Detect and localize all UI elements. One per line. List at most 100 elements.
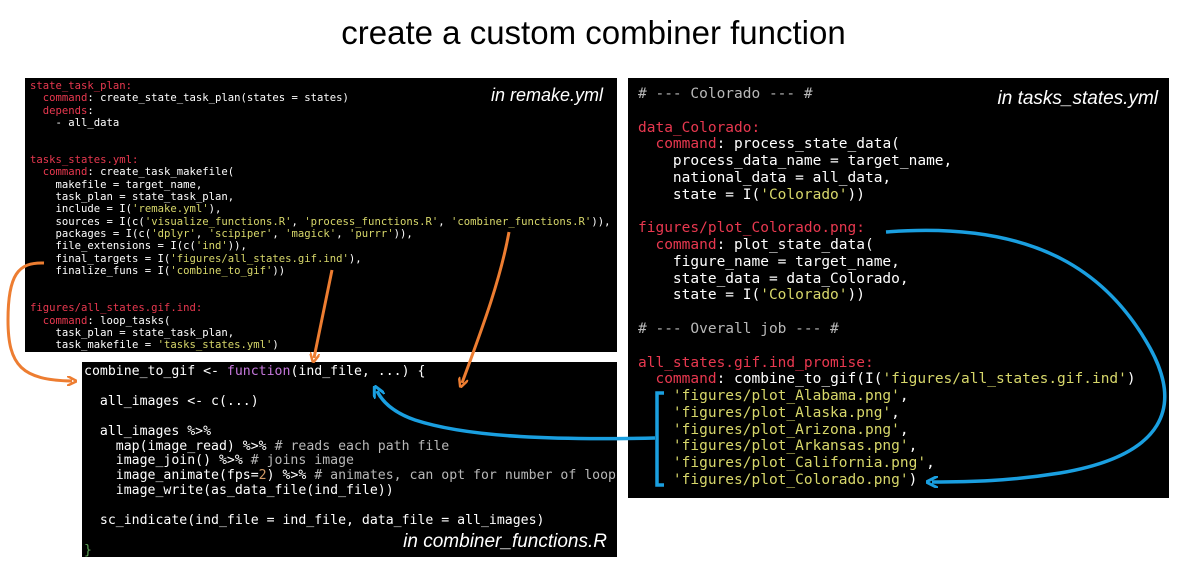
code-token: , [891,404,900,421]
code-line: data_Colorado: [638,120,1136,137]
code-token: )), [591,215,611,228]
code-token: figures/plot_Colorado.png: [638,220,865,237]
code-token: , [438,215,451,228]
code-line: 'figures/plot_Arkansas.png', [638,438,1136,455]
code-token: 'figures/plot_Arizona.png' [672,421,900,438]
combiner-functions-panel: combine_to_gif <- function(ind_file, ...… [82,362,617,557]
code-token: : [87,104,94,117]
code-token: # joins image [250,453,354,469]
code-token: command [638,371,717,388]
code-token: all_images %>% [84,423,212,439]
code-line: 'figures/plot_Colorado.png') [638,472,1136,489]
combiner-functions-code: combine_to_gif <- function(ind_file, ...… [84,364,617,557]
code-line: command: process_state_data( [638,136,1136,153]
code-token: finalize_funs = I( [30,265,171,278]
code-line: image_animate(fps=2) %>% # animates, can… [84,468,617,484]
tasks-states-label: in tasks_states.yml [997,88,1159,109]
code-token: ) [272,339,279,352]
code-token: task_makefile = [30,339,158,352]
code-line: combine_to_gif <- function(ind_file, ...… [84,364,617,380]
code-token: , [926,455,935,472]
tasks-states-code: # --- Colorado --- # data_Colorado: comm… [638,86,1136,489]
code-token: )) [847,186,865,203]
code-token: depends [30,104,88,117]
code-line: state_data = data_Colorado, [638,271,1136,288]
code-line [84,410,617,425]
code-line: command: create_state_task_plan(states =… [30,92,610,104]
code-token: ) [908,471,918,488]
code-token: state_task_plan: [30,80,133,92]
code-token [638,472,673,488]
code-token: 'ind' [195,240,228,253]
code-token: 'figures/plot_Colorado.png' [672,471,909,488]
code-line: image_write(as_data_file(ind_file)) [84,483,617,499]
code-line: all_images %>% [84,423,617,440]
code-token: 'Colorado' [760,186,848,203]
code-token: map(image_read) %>% [84,438,275,454]
code-token [638,455,673,471]
code-token: 'tasks_states.yml' [157,339,273,352]
code-token: 'figures/plot_Alabama.png' [672,388,900,405]
code-token: )) [847,287,865,304]
code-line: task_plan = state_task_plan, [30,327,610,339]
code-token: 'figures/plot_Alaska.png' [672,404,892,421]
code-line: figures/all_states.gif.ind: [30,302,610,314]
code-line: sc_indicate(ind_file = ind_file, data_fi… [84,513,617,529]
code-line [30,142,610,154]
code-token: state = I( [638,287,761,304]
code-token: sources = I(c( [30,215,145,228]
code-token: , [899,421,909,438]
code-line: figures/plot_Colorado.png: [638,220,1136,237]
code-line: 'figures/plot_Arizona.png', [638,422,1136,439]
code-token: 'visualize_functions.R' [144,215,292,228]
code-line: state_task_plan: [30,80,610,92]
code-token: include = I( [30,203,133,216]
code-token: 'figures/plot_California.png' [672,455,927,472]
code-token: figure_name = target_name, [638,253,900,270]
code-line: tasks_states.yml: [30,154,610,166]
code-token: : create_task_makefile( [87,166,235,179]
code-line: command: plot_state_data( [638,237,1136,254]
code-line: depends: [30,105,610,117]
code-token: : loop_tasks( [87,314,171,327]
code-token: 'process_functions.R' [304,215,439,228]
code-token: data_Colorado: [638,119,761,136]
code-token [638,438,673,454]
code-token: function [226,364,291,379]
code-token: (ind_file, ...) { [290,364,426,379]
code-token: image_join() %>% [84,453,251,469]
code-token: , [336,228,349,241]
code-line: } [84,543,617,557]
code-token: command [30,166,88,179]
remake-yml-label: in remake.yml [490,85,603,105]
code-token: ) %>% [266,468,315,484]
code-line [30,278,610,290]
code-line: all_images <- c(...) [84,394,617,410]
code-token: )), [227,240,247,253]
code-token: # animates, can opt for number of loops [314,468,617,484]
code-token: ), [348,252,362,265]
code-token: combine_to_gif <- [84,364,227,379]
code-line: state = I('Colorado')) [638,187,1136,204]
code-token: state_data = data_Colorado, [638,270,909,287]
code-line: process_data_name = target_name, [638,153,1136,170]
code-token: tasks_states.yml: [30,154,139,167]
code-token: 'combiner_functions.R' [450,215,592,228]
code-line [638,338,1136,355]
code-line: task_plan = state_task_plan, [30,191,610,203]
code-line: national_data = all_data, [638,170,1136,187]
code-token: 'combine_to_gif' [170,265,273,278]
code-token [638,405,673,421]
code-token: 'figures/all_states.gif.ind' [882,371,1127,388]
code-token: sc_indicate(ind_file = ind_file, data_fi… [84,513,545,529]
code-token [638,422,673,438]
code-line: 'figures/plot_Alabama.png', [638,388,1136,405]
code-line: sources = I(c('visualize_functions.R', '… [30,215,611,228]
code-token: , [195,228,209,241]
code-token: 2 [258,468,267,484]
code-token: packages = I(c( [30,228,152,241]
code-line: finalize_funs = I('combine_to_gif')) [30,265,610,277]
code-token: # --- Colorado --- # [638,86,813,102]
code-token: # --- Overall job --- # [638,320,839,337]
remake-yml-code: state_task_plan: command: create_state_t… [30,80,610,352]
